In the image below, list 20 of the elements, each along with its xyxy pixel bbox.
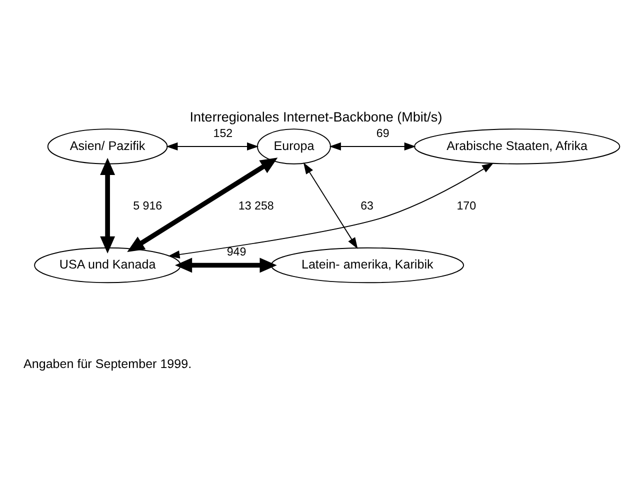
arrow: [329, 142, 416, 151]
node-ellipse: Arabische Staaten, Afrika: [414, 128, 620, 164]
node-ellipse: Latein- amerika, Karibik: [270, 247, 464, 284]
edge-label: 69: [376, 128, 390, 140]
edge-label: 63: [360, 200, 374, 212]
arrow: [127, 158, 278, 252]
arrow: [168, 162, 494, 259]
edge-label: 152: [213, 128, 233, 140]
arrow: [100, 158, 116, 254]
node-ellipse: Asien/ Pazifik: [47, 128, 168, 164]
arrow: [303, 162, 358, 250]
arrow: [166, 142, 259, 151]
edge-label: 949: [226, 246, 246, 259]
arrow: [174, 258, 277, 273]
diagram-title: Interregionales Internet-Backbone (Mbit/s): [190, 110, 442, 125]
label: Angaben für September 1999.: [24, 357, 192, 372]
edge-label: 5 916: [133, 200, 162, 212]
edge-label: 13 258: [238, 200, 274, 212]
edge-label: 170: [456, 200, 476, 212]
node-ellipse: Europa: [256, 128, 331, 164]
